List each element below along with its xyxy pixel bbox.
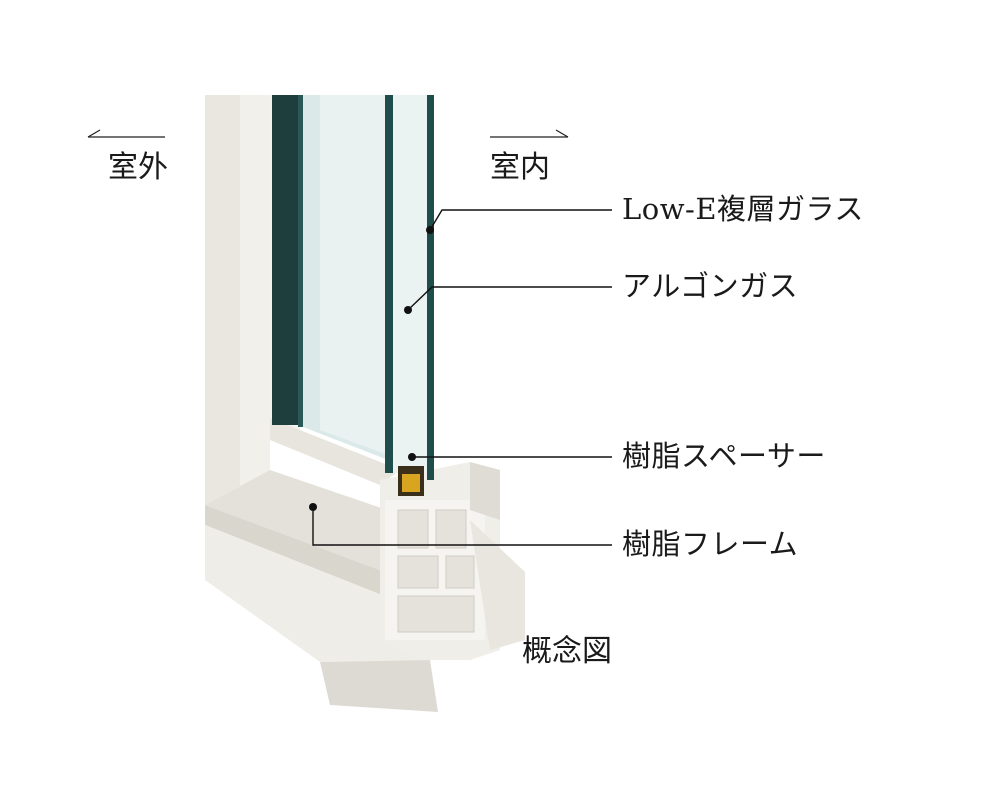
label-resin-frame: 樹脂フレーム bbox=[622, 527, 799, 561]
dot-resin-frame bbox=[309, 503, 317, 511]
label-lowe-glass: Low-E複層ガラス bbox=[622, 192, 864, 226]
dot-resin-spacer bbox=[408, 453, 416, 461]
inside-arrow bbox=[490, 129, 569, 138]
leader-resin-frame bbox=[312, 507, 612, 546]
dot-lowe-glass bbox=[426, 226, 434, 234]
outside-arrow bbox=[87, 129, 165, 138]
label-outside: 室外 bbox=[108, 150, 168, 185]
caption-concept: 概念図 bbox=[522, 634, 612, 669]
label-argon-gas: アルゴンガス bbox=[622, 269, 799, 303]
leader-dots bbox=[309, 226, 434, 511]
dot-argon-gas bbox=[404, 306, 412, 314]
leader-argon-gas bbox=[407, 286, 612, 311]
leader-lines bbox=[312, 209, 612, 546]
label-inside: 室内 bbox=[490, 150, 550, 185]
glass-unit bbox=[272, 95, 434, 496]
leader-lowe-glass bbox=[429, 209, 612, 231]
label-resin-spacer: 樹脂スペーサー bbox=[622, 439, 826, 473]
